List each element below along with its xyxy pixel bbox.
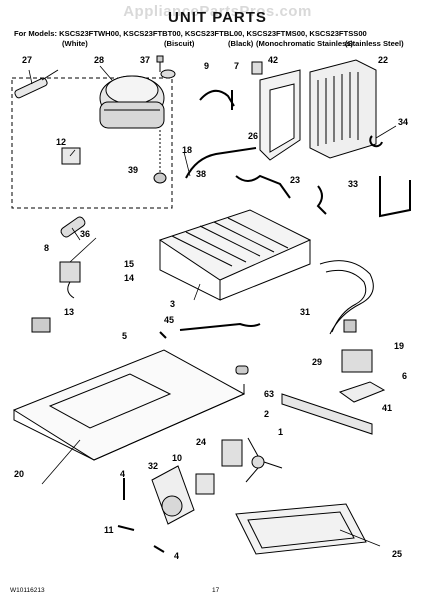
callout-4-lower: 4 — [174, 551, 180, 561]
callout-29: 29 — [312, 357, 323, 367]
callout-20: 20 — [14, 469, 25, 479]
callout-9: 9 — [204, 61, 210, 71]
callout-19: 19 — [394, 341, 405, 351]
callout-10: 10 — [172, 453, 183, 463]
callout-41: 41 — [382, 403, 393, 413]
callout-22: 22 — [378, 55, 389, 65]
callout-14: 14 — [124, 273, 135, 283]
part-31-harness — [319, 260, 374, 335]
callout-5: 5 — [122, 331, 128, 341]
part-38-tube — [235, 174, 291, 199]
callout-45: 45 — [164, 315, 175, 325]
color-black: (Black) — [228, 39, 254, 48]
callout-4: 4 — [120, 469, 126, 479]
callout-12: 12 — [56, 137, 67, 147]
callout-11: 11 — [104, 525, 114, 535]
callout-28: 28 — [94, 55, 105, 65]
color-stainless-steel: (Stainless Steel) — [345, 39, 404, 48]
callout-3: 3 — [170, 299, 176, 309]
color-monochromatic-stainless: (Monochromatic Stainless) — [256, 39, 354, 48]
color-white: (White) — [62, 39, 88, 48]
part-28-compressor — [99, 75, 165, 129]
callout-7: 7 — [234, 61, 240, 71]
part-18-tube — [185, 147, 257, 179]
part-63-fuse — [235, 365, 249, 375]
part-5-screw — [159, 331, 167, 339]
callout-63: 63 — [264, 389, 275, 399]
part-6-box — [338, 381, 386, 403]
part-22-condenser — [309, 59, 377, 159]
part-3-evaporator — [158, 209, 312, 301]
part-7-tube — [199, 89, 235, 107]
models-line: For Models: KSCS23FTWH00, KSCS23FTBT00, … — [14, 29, 367, 38]
part-20-base-pan — [12, 349, 246, 461]
callout-26: 26 — [248, 131, 259, 141]
part-42-clip — [251, 61, 263, 75]
doc-number: W10116213 — [10, 587, 45, 594]
callout-27: 27 — [22, 55, 33, 65]
callout-1: 1 — [278, 427, 284, 437]
callout-24: 24 — [196, 437, 207, 447]
part-25-drain-pan — [235, 503, 367, 555]
callout-31: 31 — [300, 307, 311, 317]
callout-15: 15 — [124, 259, 135, 269]
callout-13: 13 — [64, 307, 75, 317]
part-41-strip — [281, 393, 373, 435]
page-number: 17 — [212, 587, 220, 594]
callout-33: 33 — [348, 179, 359, 189]
leader-lines — [28, 65, 397, 547]
part-33-drier — [379, 176, 411, 218]
callout-37: 37 — [140, 55, 151, 65]
callout-23: 23 — [290, 175, 301, 185]
part-39-grommet — [153, 172, 167, 184]
callout-32: 32 — [148, 461, 159, 471]
callout-6: 6 — [402, 371, 408, 381]
part-32-fan-shroud — [151, 465, 195, 525]
callout-42: 42 — [268, 55, 279, 65]
color-biscuit: (Biscuit) — [164, 39, 195, 48]
callout-8: 8 — [44, 243, 50, 253]
part-13-plate — [31, 317, 51, 333]
callout-36: 36 — [80, 229, 91, 239]
callout-39: 39 — [128, 165, 139, 175]
part-34-clip — [369, 135, 383, 148]
part-8-heater — [60, 216, 86, 238]
callout-34: 34 — [398, 117, 409, 127]
callout-18: 18 — [182, 145, 193, 155]
part-24-fan-motor — [221, 439, 243, 467]
part-12-relay-cover — [61, 147, 81, 165]
part-2-fan-blade — [245, 437, 283, 483]
part-26-shroud — [259, 69, 301, 161]
part-10-bracket — [195, 473, 215, 495]
callout-25: 25 — [392, 549, 403, 559]
part-23-tube — [316, 185, 327, 215]
part-4b-screw — [153, 545, 165, 553]
part-37-bolt — [156, 55, 164, 72]
compressor-group-box — [11, 77, 173, 209]
part-45-harness — [179, 322, 261, 331]
part-36-control — [59, 261, 81, 283]
callout-38: 38 — [196, 169, 207, 179]
watermark: AppliancePartsPros.com — [123, 3, 312, 20]
part-19-control — [341, 349, 373, 373]
callout-2: 2 — [264, 409, 270, 419]
page-title: UNIT PARTS — [168, 9, 267, 26]
part-27-relay — [14, 69, 59, 99]
part-9-grommet — [160, 69, 176, 79]
part-11-screw — [117, 525, 135, 531]
